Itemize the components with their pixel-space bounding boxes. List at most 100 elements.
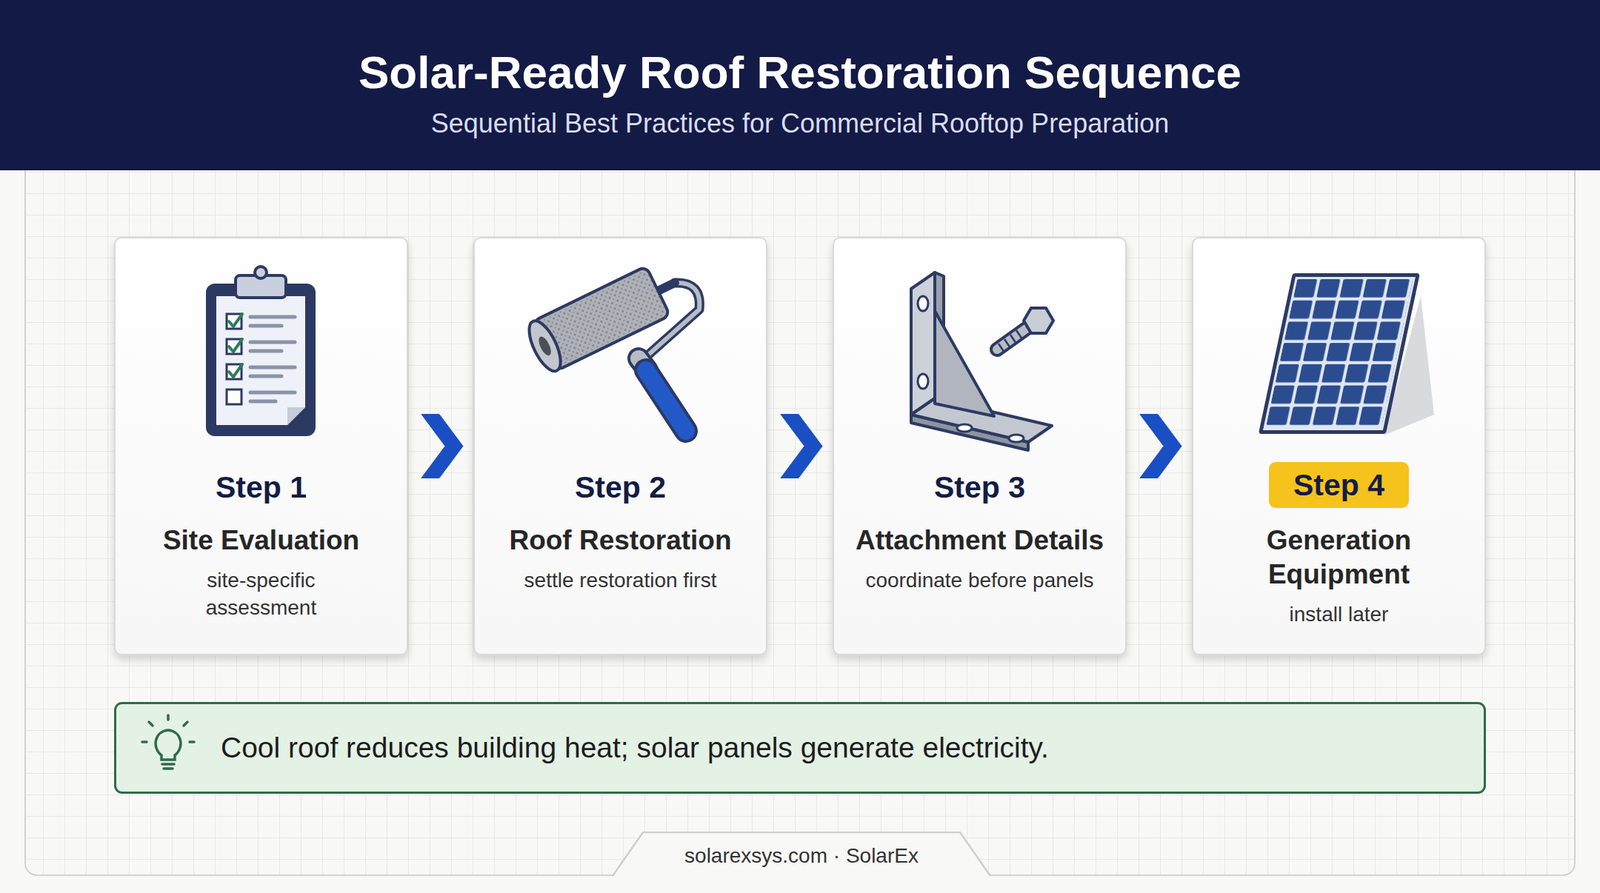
panel-cells: [1265, 279, 1414, 429]
step-label: Step 4: [1268, 462, 1409, 509]
step-label: Step 3: [834, 468, 1126, 507]
clipboard-paper: [216, 296, 306, 426]
step-arrow: [780, 414, 823, 479]
lightbulb-icon: [142, 715, 195, 769]
bolt-threads: [1004, 339, 1011, 349]
step-title: Roof Restoration: [494, 523, 747, 558]
checkboxes: [226, 364, 242, 380]
step-badge: Step 4: [1268, 462, 1409, 509]
roller-frame: [645, 282, 700, 358]
panel-backing: [1262, 277, 1416, 431]
roller-frame-outline: [645, 282, 700, 358]
footer-text: solarexsys.com · SolarEx: [684, 841, 919, 869]
text-lines: [250, 391, 295, 395]
roller-handle: [645, 370, 686, 432]
step-card: Step 1 Site Evaluation site-specific asses…: [114, 237, 409, 656]
card-body: Attachment Details coordinate before pane…: [834, 523, 1126, 595]
grid-frame: [25, 148, 1575, 876]
step-card: Step 4 Generation Equipment install later: [1191, 237, 1486, 656]
ray: [166, 715, 170, 720]
clipboard-clip: [235, 275, 286, 298]
footer-tab: solarexsys.com · SolarEx: [612, 831, 991, 878]
bracket-icon: [911, 272, 1054, 451]
step-description: install later: [1198, 600, 1480, 629]
bolt-threads: [998, 343, 1005, 353]
text-lines: [250, 317, 295, 402]
step-label: Step 1: [115, 468, 407, 507]
ferrule-outline: [638, 358, 648, 371]
subtitle: Sequential Best Practices for Commercial…: [0, 107, 1600, 140]
header-band: [0, 0, 1600, 171]
check-marks: [228, 364, 243, 378]
clipboard-icon: [205, 266, 316, 437]
card-body: Site Evaluation site-specific assessment: [115, 523, 407, 622]
check-marks: [228, 339, 243, 352]
checkboxes: [226, 314, 242, 329]
bulb-base: [163, 767, 173, 771]
bolt-threads: [1016, 330, 1023, 340]
text-lines: [250, 349, 282, 354]
bolt-threads: [998, 330, 1023, 353]
text-lines: [250, 324, 282, 329]
step-card: Step 2 Roof Restoration settle restoration…: [473, 237, 768, 656]
step-description: settle restoration first: [480, 566, 762, 595]
card-body: Generation Equipment install later: [1193, 523, 1485, 629]
vertical-plate: [911, 272, 935, 415]
step-arrow: [421, 414, 463, 479]
plate-edge: [934, 272, 944, 403]
hole: [957, 424, 972, 432]
clip-ring: [254, 266, 267, 279]
step-card: Step 3 Attachment Details coordinate befor…: [832, 237, 1127, 656]
roller-cylinder: [522, 258, 687, 377]
ray: [148, 722, 153, 726]
checkboxes: [226, 339, 242, 355]
text-lines: [250, 374, 282, 379]
roller-cylinder: [536, 334, 554, 358]
tip-text: Cool roof reduces building heat; solar p…: [116, 731, 1049, 765]
ray: [142, 740, 147, 744]
ray: [189, 740, 195, 744]
roller-cylinder: [532, 265, 670, 371]
panel: [1258, 273, 1420, 435]
header: Solar-Ready Roof Restoration SequenceSeq…: [0, 0, 1600, 171]
check-marks: [228, 314, 243, 378]
paint-roller-icon: [522, 258, 700, 432]
step-title: Generation Equipment: [1213, 523, 1466, 592]
checkboxes: [226, 389, 242, 405]
card-body: Roof Restoration settle restoration first: [474, 523, 766, 595]
step-title: Site Evaluation: [135, 523, 388, 558]
panel-frame: [1258, 273, 1420, 435]
roller-cylinder: [522, 316, 567, 376]
step-title: Attachment Details: [854, 523, 1106, 558]
bulb: [155, 730, 181, 760]
text-lines: [250, 340, 295, 345]
hole: [917, 374, 929, 389]
solar-panel-icon: [1258, 273, 1435, 436]
roller-cylinder: [653, 282, 675, 294]
clipboard-board: [205, 283, 316, 437]
paper-fold: [287, 407, 306, 426]
bulb-base: [162, 762, 175, 766]
connectors: [421, 414, 1182, 479]
bolt-shank-outline: [997, 327, 1029, 350]
hole: [917, 296, 929, 312]
text-lines: [250, 315, 295, 320]
text-lines: [250, 365, 295, 370]
bolt-threads: [1010, 334, 1017, 344]
base-edge: [911, 414, 1029, 451]
bolt-shank: [997, 327, 1029, 350]
step-label: Step 2: [474, 468, 766, 507]
step-description: coordinate before panels: [839, 566, 1121, 595]
base-plate: [911, 398, 1052, 443]
gusset: [934, 311, 995, 417]
tab-outline: [612, 832, 991, 877]
tip-box: Cool roof reduces building heat; solar p…: [114, 702, 1486, 795]
step-arrow: [1140, 414, 1182, 479]
panel-shadow: [1383, 296, 1435, 436]
diagram-title: Solar-Ready Roof Restoration Sequence: [0, 42, 1600, 103]
step-description: site-specific assessment: [176, 566, 347, 622]
text-lines: [250, 400, 276, 404]
